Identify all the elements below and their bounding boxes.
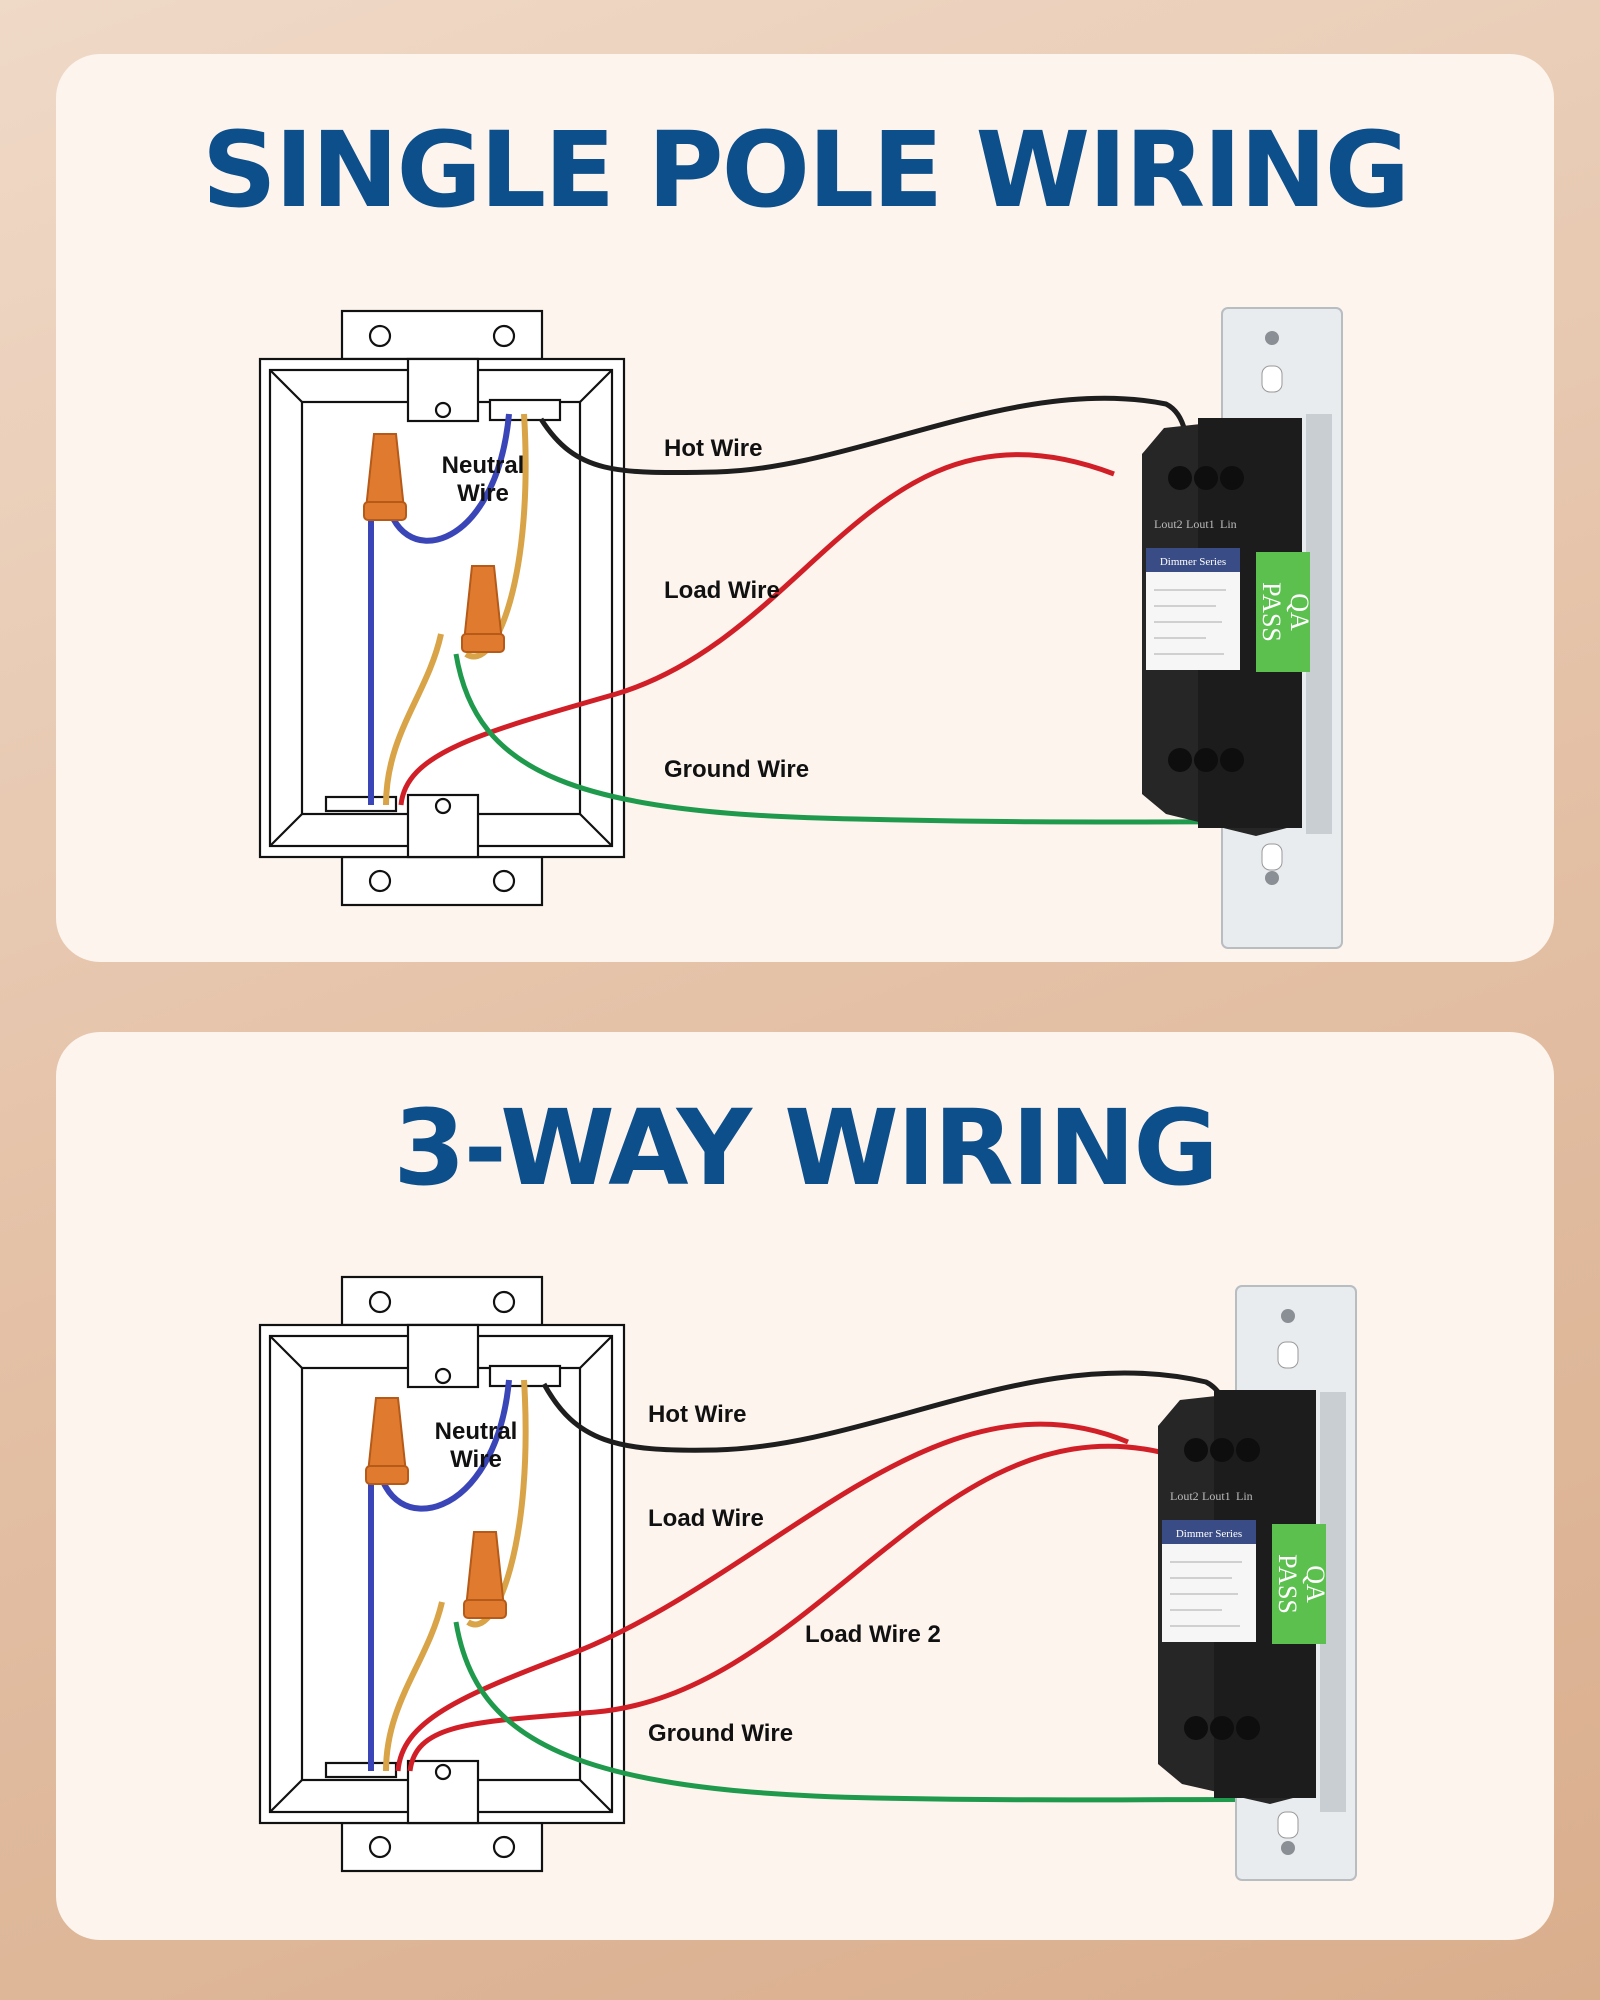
single-pole-diagram: Neutral Wire Hot Wire Load Wire Ground W… (258, 307, 1343, 949)
wire-nut-icon (461, 565, 505, 653)
terminal-label: Lin (1236, 1489, 1253, 1503)
qa-label: PASS (1257, 582, 1286, 642)
three-way-diagram: Neutral Wire Hot Wire Load Wire Load Wir… (258, 1275, 1357, 1881)
load-wire (395, 1421, 1129, 1772)
terminal-label: Lout2 (1154, 517, 1183, 531)
neutral-wire-label: Neutral (442, 452, 525, 479)
neutral-wire-label: Wire (457, 480, 509, 507)
terminal-label: Lout1 (1186, 517, 1215, 531)
qa-label: QA (1285, 593, 1314, 631)
dimmer-switch-icon: Lout2 Lout1 Lin Dimmer Series QA PASS (1142, 307, 1343, 949)
hot-wire (538, 395, 1190, 476)
electrical-box-icon (258, 1275, 626, 1873)
wire-nut-icon (363, 433, 407, 521)
ground-wire (453, 1621, 1345, 1803)
dimmer-label-title: Dimmer Series (1160, 556, 1226, 568)
line-wire (383, 1601, 445, 1772)
terminal-label: Lout1 (1202, 1489, 1231, 1503)
ground-wire (453, 653, 1325, 825)
dimmer-switch-icon: Lout2 Lout1 Lin Dimmer Series QA PASS (1158, 1285, 1357, 1881)
ground-wire-label: Ground Wire (648, 1720, 793, 1747)
neutral-wire-label: Wire (450, 1446, 502, 1473)
load-wire-label: Load Wire (664, 577, 780, 604)
neutral-wire-label: Neutral (435, 1418, 518, 1445)
line-wire (383, 633, 444, 806)
load-wire (398, 452, 1115, 806)
three-way-panel: 3-WAY WIRING (56, 1032, 1554, 1940)
neutral-wire-loop (375, 1379, 512, 1512)
wire-nut-icon (463, 1531, 507, 1619)
single-pole-title: SINGLE POLE WIRING (201, 109, 1410, 231)
load-wire-2-label: Load Wire 2 (805, 1621, 941, 1648)
electrical-box-icon (258, 309, 626, 907)
hot-wire-label: Hot Wire (648, 1401, 746, 1428)
single-pole-panel: SINGLE POLE WIRING (56, 54, 1554, 962)
ground-wire-label: Ground Wire (664, 756, 809, 783)
terminal-label: Lout2 (1170, 1489, 1199, 1503)
line-wire-to-nut (464, 413, 529, 660)
dimmer-label-title: Dimmer Series (1176, 1528, 1242, 1540)
load-wire-2 (407, 1443, 1161, 1772)
qa-label: PASS (1273, 1554, 1302, 1614)
qa-label: QA (1301, 1565, 1330, 1603)
terminal-label: Lin (1220, 517, 1237, 531)
three-way-title: 3-WAY WIRING (393, 1087, 1219, 1209)
line-wire-to-nut (466, 1379, 529, 1628)
load-wire-label: Load Wire (648, 1505, 764, 1532)
wire-nut-icon (365, 1397, 409, 1485)
hot-wire-label: Hot Wire (664, 435, 762, 462)
